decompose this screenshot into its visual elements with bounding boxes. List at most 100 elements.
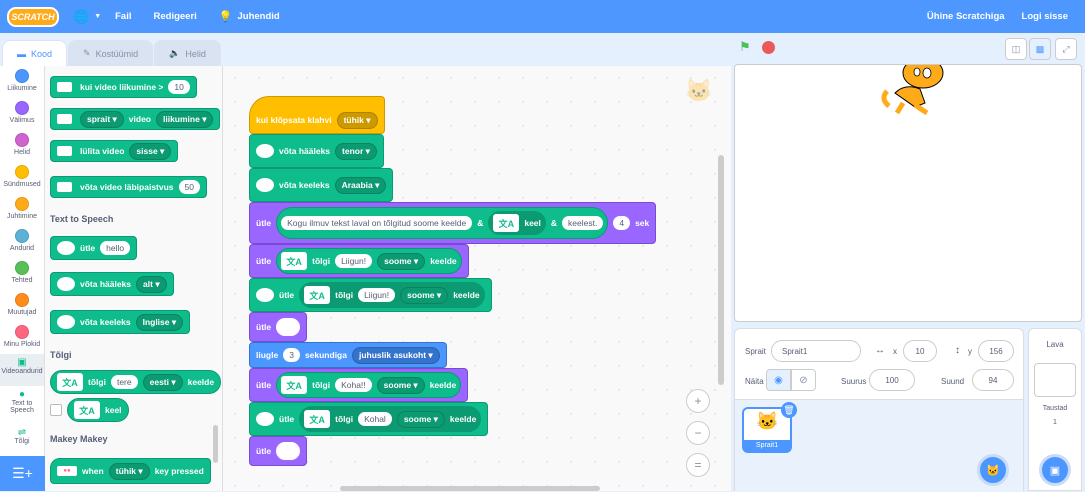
- show-visible-button[interactable]: ◉: [766, 369, 791, 391]
- category-myblocks[interactable]: Minu Plokid: [0, 322, 44, 354]
- choose-backdrop-button[interactable]: ▣: [1039, 454, 1071, 486]
- category-tts[interactable]: ●Text to Speech: [0, 386, 44, 424]
- set-language-block[interactable]: võta keeleks Araabia ▾: [249, 168, 394, 202]
- sprite-name-input[interactable]: Sprait1: [771, 340, 861, 362]
- green-flag-icon[interactable]: ⚑: [739, 39, 751, 54]
- palette-voice-block[interactable]: võta hääleks alt ▾: [50, 272, 174, 296]
- category-looks[interactable]: Välimus: [0, 98, 44, 130]
- block-input[interactable]: Liigun!: [335, 254, 373, 268]
- stage-selector-pane[interactable]: Lava Taustad 1 ▣: [1028, 328, 1082, 491]
- category-sensing[interactable]: Andurid: [0, 226, 44, 258]
- palette-transparency-block[interactable]: võta video läbipaistvus 50: [50, 176, 207, 198]
- translate-lang-dropdown[interactable]: eesti ▾: [142, 373, 183, 391]
- translate-reporter[interactable]: 文A tõlgi Koha!! soome ▾ keelde: [276, 372, 462, 398]
- zoom-out-button[interactable]: −: [686, 421, 710, 445]
- block-input[interactable]: Kogu ilmuv tekst laval on tõlgitud soome…: [281, 216, 473, 230]
- category-translate[interactable]: ⇌Tõlgi: [0, 424, 44, 456]
- stop-icon[interactable]: [762, 41, 775, 54]
- block-input[interactable]: hello: [100, 241, 131, 255]
- show-hidden-button[interactable]: ⊘: [791, 369, 816, 391]
- palette-translate-block[interactable]: 文A tõlgi tere eesti ▾ keelde: [50, 370, 222, 394]
- palette-turn-video-block[interactable]: lülita video sisse ▾: [50, 140, 179, 162]
- translate-reporter[interactable]: 文A tõlgi Kohal soome ▾ keelde: [299, 406, 482, 432]
- stage-thumbnail[interactable]: [1034, 363, 1076, 397]
- language-checkbox[interactable]: [50, 404, 62, 416]
- delete-sprite-button[interactable]: 🗑: [781, 402, 797, 418]
- small-stage-button[interactable]: ◫: [1005, 38, 1027, 60]
- scratch-logo[interactable]: SCRATCH: [7, 6, 59, 27]
- translate-lang-dropdown[interactable]: soome ▾: [396, 410, 445, 428]
- zoom-in-button[interactable]: +: [686, 389, 710, 413]
- sprite-dropdown[interactable]: sprait ▾: [80, 110, 124, 128]
- tab-sounds[interactable]: 🔈Helid: [154, 40, 221, 66]
- say-translate-block-2[interactable]: ütle 文A tõlgi Koha!! soome ▾ keelde: [249, 368, 469, 402]
- category-video-sensing[interactable]: ▣Videoandurid: [0, 354, 44, 386]
- palette-say-block[interactable]: ütle hello: [50, 236, 138, 260]
- category-operators[interactable]: Tehted: [0, 258, 44, 290]
- seconds-input[interactable]: 3: [283, 348, 300, 362]
- y-input[interactable]: 156: [978, 340, 1014, 362]
- add-extension-button[interactable]: ☰+: [0, 456, 45, 491]
- large-stage-button[interactable]: ▩: [1029, 38, 1051, 60]
- tab-costumes[interactable]: ✎Kostüümid: [68, 40, 154, 66]
- voice-dropdown[interactable]: alt ▾: [136, 275, 167, 293]
- palette-video-motion-block[interactable]: kui video liikumine > 10: [50, 76, 197, 98]
- palette-language-block[interactable]: võta keeleks Inglise ▾: [50, 310, 191, 334]
- tutorials-button[interactable]: 💡 Juhendid: [219, 10, 280, 23]
- block-input[interactable]: 50: [178, 180, 200, 194]
- category-sound[interactable]: Helid: [0, 130, 44, 162]
- direction-input[interactable]: 94: [972, 369, 1014, 391]
- tts-say-translate-block-2[interactable]: ütle 文A tõlgi Kohal soome ▾ keelde: [249, 402, 489, 436]
- key-dropdown[interactable]: tühik ▾: [336, 111, 378, 129]
- x-input[interactable]: 10: [903, 340, 937, 362]
- category-control[interactable]: Juhtimine: [0, 194, 44, 226]
- block-input[interactable]: Koha!!: [335, 378, 372, 392]
- language-dropdown[interactable]: Inglise ▾: [135, 313, 184, 331]
- palette-video-on-block[interactable]: sprait ▾ video liikumine ▾: [50, 108, 221, 130]
- palette-language-reporter[interactable]: 文A keel: [67, 398, 129, 422]
- size-input[interactable]: 100: [869, 369, 915, 391]
- palette-makey-when-block[interactable]: ●● when tühik ▾ key pressed: [50, 458, 211, 484]
- empty-input[interactable]: [276, 442, 301, 460]
- translate-reporter[interactable]: 文A tõlgi Liigun! soome ▾ keelde: [299, 282, 485, 308]
- translate-reporter[interactable]: 文A tõlgi Liigun! soome ▾ keelde: [276, 248, 462, 274]
- code-workspace[interactable]: 🐱 kui klõpsata klahvi tühik ▾ võta hääle…: [223, 66, 731, 491]
- stage-canvas[interactable]: [734, 64, 1082, 322]
- language-menu[interactable]: 🌐 ▼: [73, 9, 101, 25]
- language-dropdown[interactable]: Araabia ▾: [334, 176, 387, 194]
- translate-lang-dropdown[interactable]: soome ▾: [377, 252, 426, 270]
- say-translate-block[interactable]: ütle 文A tõlgi Liigun! soome ▾ keelde: [249, 244, 469, 278]
- seconds-input[interactable]: 4: [613, 216, 631, 230]
- set-voice-block[interactable]: võta hääleks tenor ▾: [249, 134, 384, 168]
- tts-say-translate-block[interactable]: ütle 文A tõlgi Liigun! soome ▾ keelde: [249, 278, 492, 312]
- workspace-vertical-scrollbar[interactable]: [718, 155, 724, 385]
- hat-key-pressed-block[interactable]: kui klõpsata klahvi tühik ▾: [249, 96, 385, 134]
- zoom-reset-button[interactable]: =: [686, 453, 710, 477]
- translate-lang-dropdown[interactable]: soome ▾: [400, 286, 449, 304]
- makey-key-dropdown[interactable]: tühik ▾: [108, 462, 150, 480]
- tab-code[interactable]: ▬Kood: [2, 40, 68, 66]
- file-menu[interactable]: Fail: [115, 11, 132, 22]
- block-input[interactable]: Kohal: [358, 412, 392, 426]
- signin-link[interactable]: Logi sisse: [1021, 11, 1068, 22]
- say-empty-block[interactable]: ütle: [249, 312, 308, 342]
- turn-dropdown[interactable]: sisse ▾: [129, 142, 172, 160]
- language-reporter[interactable]: 文A keel: [488, 211, 546, 235]
- say-empty-block-2[interactable]: ütle: [249, 436, 308, 466]
- category-events[interactable]: Sündmused: [0, 162, 44, 194]
- category-motion[interactable]: Liikumine: [0, 66, 44, 98]
- position-dropdown[interactable]: juhuslik asukoht ▾: [351, 346, 440, 364]
- block-input[interactable]: 10: [168, 80, 190, 94]
- translate-lang-dropdown[interactable]: soome ▾: [376, 376, 425, 394]
- workspace-horizontal-scrollbar[interactable]: [340, 486, 600, 491]
- glide-block[interactable]: liugle 3 sekundiga juhuslik asukoht ▾: [249, 342, 447, 368]
- block-input[interactable]: tere: [110, 375, 138, 389]
- block-input[interactable]: Liigun!: [358, 288, 396, 302]
- palette-scrollbar[interactable]: [213, 425, 218, 463]
- join-block[interactable]: Kogu ilmuv tekst laval on tõlgitud soome…: [276, 207, 609, 239]
- fullscreen-button[interactable]: ⤢: [1055, 38, 1077, 60]
- empty-input[interactable]: [276, 318, 301, 336]
- join-link[interactable]: Ühine Scratchiga: [926, 11, 1005, 22]
- say-for-secs-block[interactable]: ütle Kogu ilmuv tekst laval on tõlgitud …: [249, 202, 657, 244]
- voice-dropdown[interactable]: tenor ▾: [335, 142, 377, 160]
